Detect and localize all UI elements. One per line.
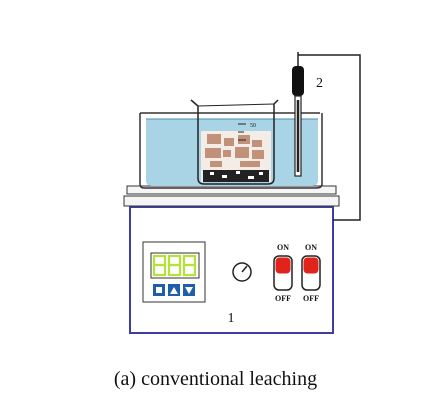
switch-1[interactable] (273, 255, 293, 291)
thermometer-label: 2 (316, 76, 323, 91)
switch-2-on-label: ON (305, 243, 317, 252)
up-arrow-icon (170, 287, 178, 294)
down-arrow-icon (185, 287, 193, 294)
switch-1-off-label: OFF (275, 294, 291, 303)
figure-caption: (a) conventional leaching (113, 368, 318, 390)
cable (298, 54, 361, 221)
control-knob[interactable] (232, 262, 252, 282)
hot-plate-mid (123, 195, 340, 207)
seven-segment-digits (152, 254, 197, 277)
switch-2-off-label: OFF (303, 294, 319, 303)
hot-plate-stirrer: ON OFF ON OFF 1 (123, 185, 340, 334)
switch-2[interactable] (301, 255, 321, 291)
switch-1-on-label: ON (277, 243, 289, 252)
beaker-graduation-label: 50 (250, 123, 256, 129)
heater-label: 1 (228, 311, 235, 326)
thermometer-probe: 2 (292, 52, 361, 221)
beaker: 50 (190, 99, 279, 185)
display-buttons (153, 284, 195, 296)
hot-plate-top (126, 185, 337, 195)
probe-handle (292, 66, 304, 96)
